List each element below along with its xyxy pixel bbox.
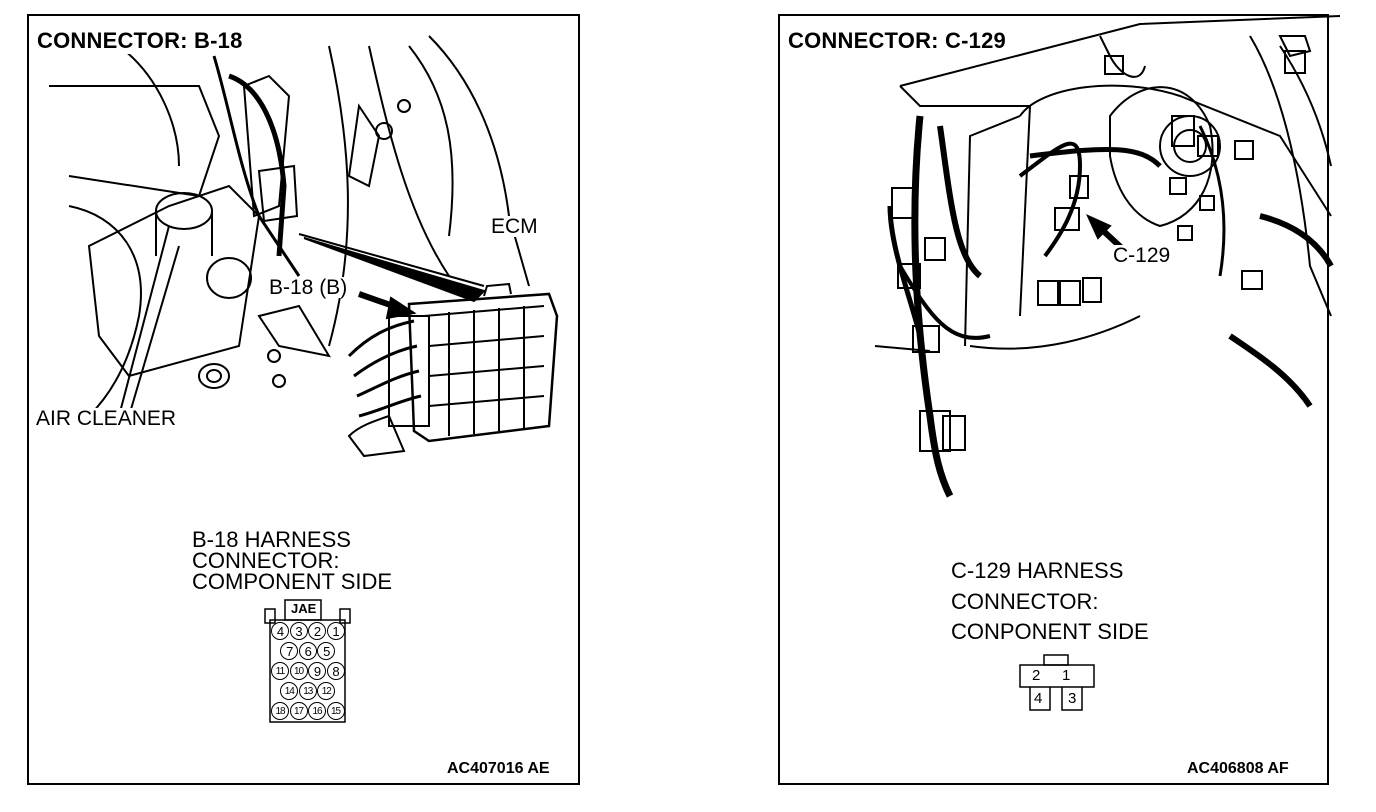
connector-ref-label: C-129 — [1113, 244, 1171, 267]
c129-connector-face: 2 1 4 3 — [1016, 654, 1098, 714]
c129-pin-grid: 2 1 4 3 — [1016, 654, 1098, 714]
pin-18: 18 — [271, 702, 289, 720]
figure-code: AC406808 AF — [1187, 760, 1289, 777]
left-panel: CONNECTOR: B-18 ECM B-18 (B) AIR CLEANER… — [27, 14, 580, 785]
engine-bay-illustration — [49, 35, 559, 458]
pin-12: 12 — [317, 682, 336, 700]
page-title: CONNECTOR: B-18 — [35, 28, 245, 54]
ecm-label: ECM — [491, 215, 538, 238]
pin-17: 17 — [289, 702, 308, 720]
pin-4: 4 — [271, 622, 289, 640]
pin-4: 4 — [1034, 690, 1043, 707]
pin-2: 2 — [1032, 667, 1041, 684]
pin-1: 1 — [326, 622, 345, 640]
pin-13: 13 — [298, 682, 317, 700]
pin-10: 10 — [289, 662, 308, 680]
pin-6: 6 — [298, 642, 317, 660]
pin-8: 8 — [326, 662, 345, 680]
pin-16: 16 — [308, 702, 326, 720]
air-cleaner-label: AIR CLEANER — [36, 407, 177, 430]
figure-code: AC407016 AE — [447, 760, 550, 777]
connector-tag: JAE — [291, 601, 317, 616]
harness-note: C-129 HARNESS CONNECTOR: CONPONENT SIDE — [951, 558, 1149, 644]
page-title: CONNECTOR: C-129 — [786, 28, 1008, 54]
pin-5: 5 — [317, 642, 336, 660]
right-panel: CONNECTOR: C-129 C-129 C-129 HARNESS CON… — [778, 14, 1341, 785]
pin-7: 7 — [280, 642, 299, 660]
pin-14: 14 — [280, 682, 299, 700]
pin-9: 9 — [308, 662, 326, 680]
harness-note: B-18 HARNESS CONNECTOR: COMPONENT SIDE — [192, 527, 393, 594]
pin-3: 3 — [289, 622, 308, 640]
pin-1: 1 — [1062, 667, 1071, 684]
pin-3: 3 — [1068, 690, 1077, 707]
connector-ref-label: B-18 (B) — [269, 276, 348, 299]
pin-2: 2 — [308, 622, 326, 640]
pin-11: 11 — [271, 662, 289, 680]
dashboard-illustration — [874, 15, 1341, 498]
pin-15: 15 — [326, 702, 345, 720]
